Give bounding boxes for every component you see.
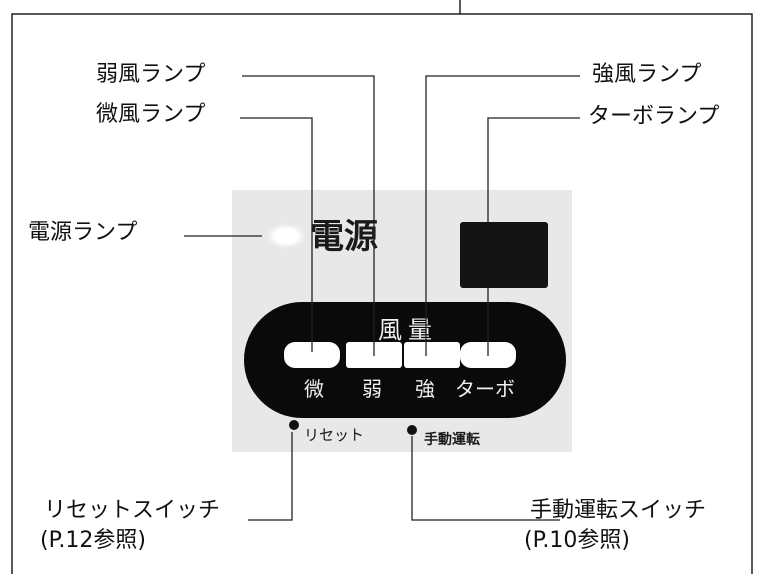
leader-lines xyxy=(184,75,580,521)
callout-reset-ref: (P.12参照) xyxy=(40,528,146,553)
turbo-button[interactable] xyxy=(460,222,548,288)
callout-weak-lamp: 弱風ランプ xyxy=(96,62,206,87)
callout-strong-lamp: 強風ランプ xyxy=(592,62,702,87)
callout-manual-switch: 手動運転スイッチ xyxy=(530,498,707,523)
lamp-strong xyxy=(404,342,460,368)
panel-manual-label: 手動運転 xyxy=(424,431,480,448)
callout-manual-ref: (P.10参照) xyxy=(524,528,630,553)
leader-micro xyxy=(240,117,313,352)
lamp-micro xyxy=(284,342,340,368)
leader-weak xyxy=(242,75,375,356)
callout-power-lamp: 電源ランプ xyxy=(28,220,138,245)
power-lamp xyxy=(264,222,308,250)
reset-switch-dot[interactable] xyxy=(289,420,299,430)
leader-strong xyxy=(425,75,580,356)
leader-manual xyxy=(411,436,560,521)
fan-label: 風量 xyxy=(378,316,438,344)
leader-reset xyxy=(248,432,293,521)
panel-reset-label: リセット xyxy=(304,426,364,444)
manual-switch-dot[interactable] xyxy=(407,425,417,435)
speed-label-turbo: ターボ xyxy=(455,377,515,401)
callout-micro-lamp: 微風ランプ xyxy=(96,102,206,127)
leader-turbo xyxy=(487,117,580,356)
speed-label-micro: 微 xyxy=(304,377,324,401)
speed-label-weak: 弱 xyxy=(362,377,382,401)
callout-reset-switch: リセットスイッチ xyxy=(44,498,221,523)
frame-border xyxy=(11,0,753,574)
callout-turbo-lamp: ターボランプ xyxy=(588,104,720,129)
speed-label-strong: 強 xyxy=(415,377,435,401)
panel-power-label: 電源 xyxy=(310,217,378,257)
